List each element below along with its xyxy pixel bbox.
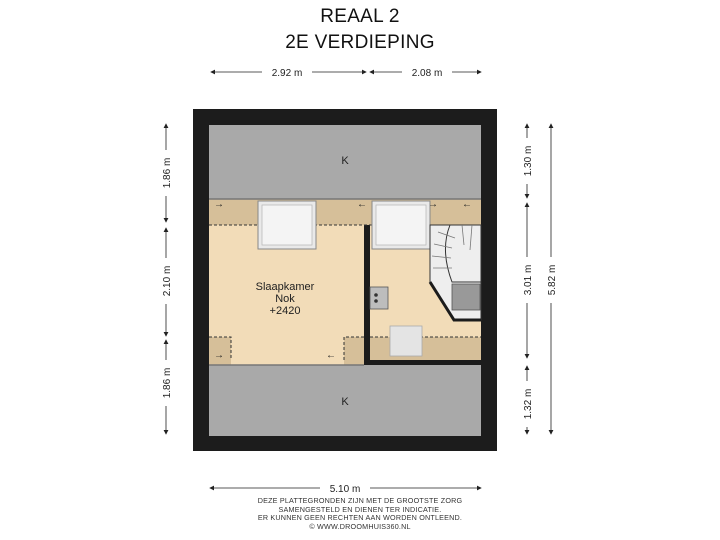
- dim-left-top: 1.86 m: [162, 158, 173, 189]
- slope-line-bottom: [209, 336, 481, 360]
- partition-wall: [364, 278, 370, 365]
- installation-dot-1: [374, 293, 378, 297]
- partition-wall-bottom: [364, 360, 481, 365]
- dim-top-left: 2.92 m: [272, 68, 303, 79]
- disclaimer-line: ER KUNNEN GEEN RECHTEN AAN WORDEN ONTLEE…: [257, 513, 463, 523]
- dim-bottom-bg: [320, 481, 370, 495]
- disclaimer-line: DEZE PLATTEGRONDEN ZIJN MET DE GROOTSTE …: [257, 496, 463, 505]
- dim-right-bottom: 1.32 m: [523, 389, 534, 420]
- dim-right-top: 1.30 m: [523, 146, 534, 177]
- dim-left-middle: 2.10 m: [162, 266, 173, 297]
- bedroom-sublabel: Nok: [275, 293, 295, 305]
- installation-unit: [369, 286, 389, 310]
- dim-right-bottom-bg: [520, 381, 534, 427]
- washer-spot: [389, 325, 423, 357]
- dim-right-top-bg: [520, 138, 534, 184]
- dim-left-top-bg: [159, 150, 173, 196]
- dim-right-total-bg: [544, 257, 558, 303]
- plan-title: REAAL 2: [320, 6, 400, 27]
- slope-arrow-4: →: [214, 350, 224, 361]
- bedroom-label: Slaapkamer: [256, 281, 315, 293]
- disclaimer-line: © WWW.DROOMHUIS360.NL: [309, 521, 411, 531]
- floor-subtitle: 2E VERDIEPING: [285, 32, 435, 53]
- dim-top-right: 2.08 m: [412, 68, 443, 79]
- knee-wall-top-label: K: [341, 155, 349, 167]
- installation-dot-2: [374, 299, 378, 303]
- disclaimer: DEZE PLATTEGRONDEN ZIJN MET DE GROOTSTE …: [0, 496, 720, 531]
- dormer-window-right-sill: [375, 204, 427, 246]
- slope-arrow-3: ←: [462, 199, 472, 210]
- slope-zone-bottom-right: [344, 337, 364, 365]
- dim-left-bottom: 1.86 m: [162, 368, 173, 399]
- knee-wall-top: [209, 125, 481, 199]
- slope-arrow-2: ←: [357, 199, 367, 210]
- slope-arrow-1: →: [214, 199, 224, 210]
- dim-right-total: 5.82 m: [547, 265, 558, 296]
- dim-left-bottom-bg: [159, 360, 173, 406]
- dim-right-middle-bg: [520, 257, 534, 303]
- dim-bottom: 5.10 m: [330, 484, 361, 495]
- dim-left-middle-bg: [159, 258, 173, 304]
- slope-arrow-5: ←: [326, 350, 336, 361]
- dormer-window-left-sill: [261, 204, 313, 246]
- knee-wall-bottom-label: K: [341, 396, 349, 408]
- slope-zone-bottom-left: [209, 337, 231, 365]
- dim-top-right-bg: [402, 65, 452, 79]
- dim-right-middle: 3.01 m: [523, 265, 534, 296]
- dim-top-left-bg: [262, 65, 312, 79]
- slope-zone-top: [209, 199, 481, 225]
- disclaimer-line: SAMENGESTELD EN DIENEN TER INDICATIE.: [278, 504, 442, 514]
- knee-wall-bottom: [209, 365, 481, 436]
- bedroom-height-label: +2420: [270, 305, 301, 317]
- staircase: [428, 224, 482, 322]
- slope-arrow-6: →: [428, 199, 438, 210]
